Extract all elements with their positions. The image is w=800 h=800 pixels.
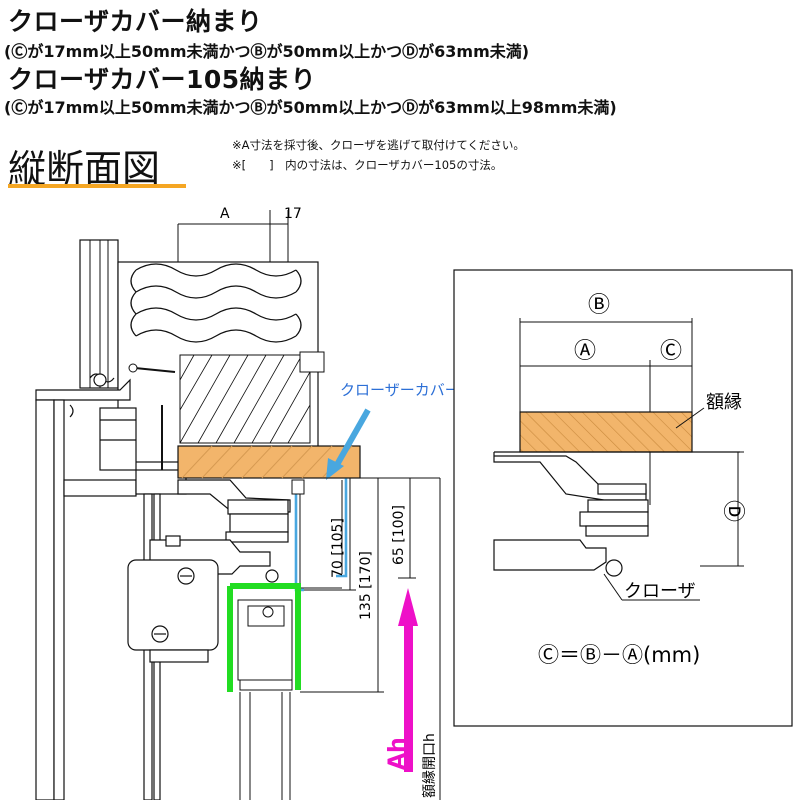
- closer-arm: [127, 479, 291, 663]
- cover-arrow-head: [326, 458, 344, 480]
- detail-label-a: Ⓐ: [574, 339, 596, 364]
- formula: Ⓒ＝Ⓑ－Ⓐ(mm): [538, 643, 700, 667]
- main-section-diagram: A 17: [35, 206, 460, 800]
- door-sash: [227, 583, 301, 800]
- ceiling-wall: [79, 239, 325, 479]
- detail-label-d: Ⓓ: [720, 500, 745, 522]
- title-line-4: (Ⓒが17mm以上50mm未満かつⒷが50mm以上かつⒹが63mm以上98mm未…: [4, 98, 617, 117]
- detail-dim-d: [700, 451, 744, 567]
- section-heading: 縦断面図: [8, 147, 161, 191]
- title-line-3: クローザカバー105納まり: [8, 65, 317, 94]
- dim-135-label: 135 [170]: [358, 551, 374, 620]
- detail-diagram: Ⓑ Ⓐ Ⓒ 額縁 Ⓓ クローザ Ⓒ＝Ⓑ－Ⓐ(mm): [453, 269, 793, 727]
- frame-label: 額縁: [706, 392, 742, 413]
- dim-17-label: 17: [284, 206, 302, 222]
- title-line-1: クローザカバー納まり: [8, 7, 263, 36]
- ah-label: Ah: [385, 737, 410, 770]
- frame-leader: [675, 407, 705, 429]
- note-2: ※[ ] 内の寸法は、クローザカバー105の寸法。: [232, 158, 503, 172]
- opening-height-label: 額縁開口h: [422, 733, 438, 798]
- detail-closer: [493, 451, 740, 577]
- detail-label-c: Ⓒ: [660, 339, 682, 364]
- dim-70-label: 70 [105]: [330, 518, 346, 578]
- closer-label: クローザ: [624, 581, 696, 602]
- dim-a-label: A: [220, 206, 230, 222]
- wood-grain: [181, 445, 353, 479]
- dim-65-label: 65 [100]: [391, 505, 407, 565]
- detail-frame-trim: [519, 411, 693, 453]
- title-line-2: (Ⓒが17mm以上50mm未満かつⒷが50mm以上かつⒹが63mm未満): [4, 42, 530, 61]
- note-1: ※A寸法を採寸後、クローザを逃げて取付けてください。: [232, 138, 525, 152]
- cover-label: クローザーカバー: [340, 381, 460, 399]
- detail-label-b: Ⓑ: [588, 293, 610, 318]
- closer-leader: [603, 573, 623, 601]
- ah-arrow: [398, 588, 418, 772]
- cover-arrow: [331, 408, 371, 472]
- section-heading-underline: [8, 184, 186, 188]
- vertical-dimensions: [300, 477, 441, 800]
